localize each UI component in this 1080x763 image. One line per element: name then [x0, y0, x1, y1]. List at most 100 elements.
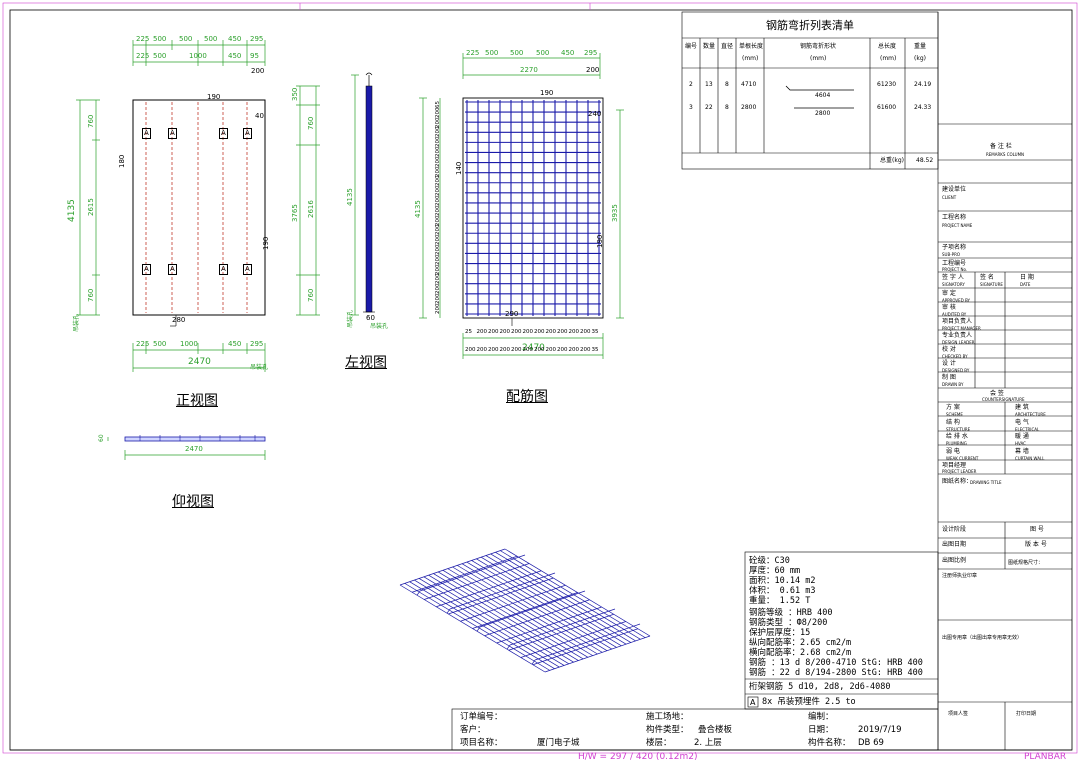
lv-bottom: 60 — [366, 314, 375, 322]
total-weight: 48.52 — [916, 157, 934, 164]
discipline-label: 弱 电 — [946, 447, 960, 455]
spec-line: 钢筋类型 ：Ф8/200 — [749, 618, 828, 628]
tb-version: 版 本 号 — [1025, 541, 1047, 548]
rv-bottom-dim: 200 — [511, 329, 522, 335]
signer-label-en: DESIGNED BY — [942, 368, 970, 373]
rv-btotal: 2470 — [522, 343, 545, 353]
left-view — [296, 72, 375, 316]
front-view-title: 正视图 — [176, 393, 218, 409]
iso-rebar-longitudinal — [496, 606, 602, 644]
fv-inner-bottom: 280 — [172, 316, 186, 324]
rv-bottom-dim2: 200 — [534, 347, 545, 353]
iso-rebar-longitudinal — [508, 613, 614, 651]
tb-prono: 工程编号 — [942, 260, 967, 267]
order-no-label: 订单编号： — [460, 712, 503, 722]
part-value: DB 69 — [858, 738, 884, 748]
tb-subpro-en: SUB-PRO — [942, 252, 960, 257]
iso-rebar-longitudinal — [411, 555, 518, 593]
floor-label: 楼层： — [646, 738, 672, 748]
signer-label-en: APPROVED BY — [942, 298, 971, 303]
discipline-label: 结 构 — [946, 418, 960, 426]
fv-lift-2: A — [168, 128, 177, 139]
signer-label: 校 对 — [942, 346, 956, 353]
rv-bottom-dim2: 200 — [580, 347, 591, 353]
discipline-label-en: STRUCTURE — [946, 426, 971, 432]
tb-countersign: 会 签 — [990, 390, 1004, 397]
rv-bottom-dim2: 200 — [557, 347, 568, 353]
th-dia: 直径 — [721, 43, 734, 50]
tb-phase: 设计阶段 — [942, 526, 967, 533]
signer-label-en: AUDITED BY — [942, 312, 967, 317]
discipline-label: 幕 墙 — [1015, 447, 1029, 455]
signer-label-en: DRAWN BY — [942, 382, 964, 387]
tb-issue-date: 出图日期 — [942, 541, 967, 548]
th-total: 总长度 — [878, 43, 897, 50]
signer-label: 制 图 — [942, 374, 956, 381]
rv-right-inner: 190 — [596, 234, 604, 248]
bv-width: 2470 — [185, 445, 203, 453]
rv-tdim-1: 225 — [466, 49, 480, 57]
spec-line: 桁架钢筋 5 d10, 2d8, 2d6-4080 — [749, 682, 891, 692]
iso-rebar-longitudinal — [424, 563, 530, 600]
signer-label-en: DESIGN LEADER — [942, 340, 975, 345]
fv-dim2-2: 500 — [153, 52, 167, 60]
r2-dia: 8 — [725, 104, 729, 111]
tb-stamp: 出图专用章（出图出章专用章无效） — [942, 635, 1023, 641]
brand-label: PLANBAR — [1024, 752, 1067, 762]
rv-inner-right: 240 — [588, 110, 602, 118]
lv-dim-4: 760 — [307, 288, 315, 302]
rv-bottom-dim: 200 — [522, 329, 534, 335]
rebar-view — [419, 53, 624, 359]
signer-label-en: CHECKED BY — [942, 354, 968, 359]
tb-footer-r: 打印日期 — [1016, 711, 1037, 717]
rv-bottom-dim: 25 — [465, 329, 472, 335]
rv-bottom-dim2: 35 — [591, 347, 599, 353]
signer-label: 审 核 — [942, 304, 956, 311]
rv-bottom-dim2: 200 — [465, 347, 476, 353]
rv-bottom-dim: 200 — [580, 329, 591, 335]
discipline-label-en: ARCHITECTURE — [1015, 412, 1046, 417]
left-view-title: 左视图 — [345, 355, 387, 371]
tu-weight: (kg) — [914, 55, 926, 62]
tb-signature-en: SIGNATURE — [980, 282, 1003, 287]
iso-truss-top — [509, 608, 616, 646]
bottom-view — [107, 435, 266, 460]
fv-lift-8: A — [243, 264, 252, 275]
rv-tdim-4: 500 — [536, 49, 550, 57]
tb-sheet-size: 图纸规格尺寸： — [1008, 560, 1044, 566]
iso-rebar-longitudinal — [544, 635, 651, 673]
iso-rebar-longitudinal — [472, 592, 578, 629]
r1-total: 61230 — [877, 81, 897, 88]
fv-bdim-1: 225 — [136, 340, 150, 348]
rv-bottom-dim: 35 — [591, 329, 599, 335]
discipline-label: 暖 通 — [1015, 433, 1029, 440]
fv-bdim-3: 1000 — [180, 340, 198, 348]
lv-axis: 吊装孔 — [347, 309, 354, 328]
fv-dim2-4: 450 — [228, 52, 242, 60]
fv-dim-4: 500 — [204, 35, 218, 43]
lv-total-right: 4135 — [346, 188, 354, 206]
lv-total-left: 3765 — [291, 204, 299, 222]
spec-line: 保护层厚度：15 — [749, 628, 811, 638]
rv-bottom-dim2: 200 — [488, 347, 499, 353]
discipline-label: 建 筑 — [1015, 404, 1029, 411]
iso-rebar-longitudinal — [448, 577, 554, 615]
tb-subpro: 子项名称 — [942, 244, 967, 251]
discipline-label-en: SCHEME — [946, 412, 963, 417]
fv-dim2-3: 1000 — [189, 52, 207, 60]
iso-truss-top — [534, 623, 641, 661]
bv-height: 60 — [98, 434, 105, 442]
lift-mark: A — [750, 698, 756, 707]
rv-right-total: 3935 — [611, 204, 619, 222]
th-shape: 钢筋弯折形状 — [800, 43, 837, 50]
th-qty: 数量 — [703, 43, 716, 50]
rv-left-total: 4135 — [414, 200, 422, 218]
rv-ttotal: 2270 — [520, 66, 538, 74]
spec-line: 纵向配筋率：2.65 cm2/m — [749, 638, 852, 648]
fv-left-total: 4135 — [67, 199, 77, 222]
r1-no: 2 — [689, 81, 693, 88]
tb-lead: 项目经理 — [942, 462, 967, 469]
rv-bottom-dim: 200 — [476, 329, 488, 335]
fv-left-dim-1: 760 — [87, 114, 95, 128]
